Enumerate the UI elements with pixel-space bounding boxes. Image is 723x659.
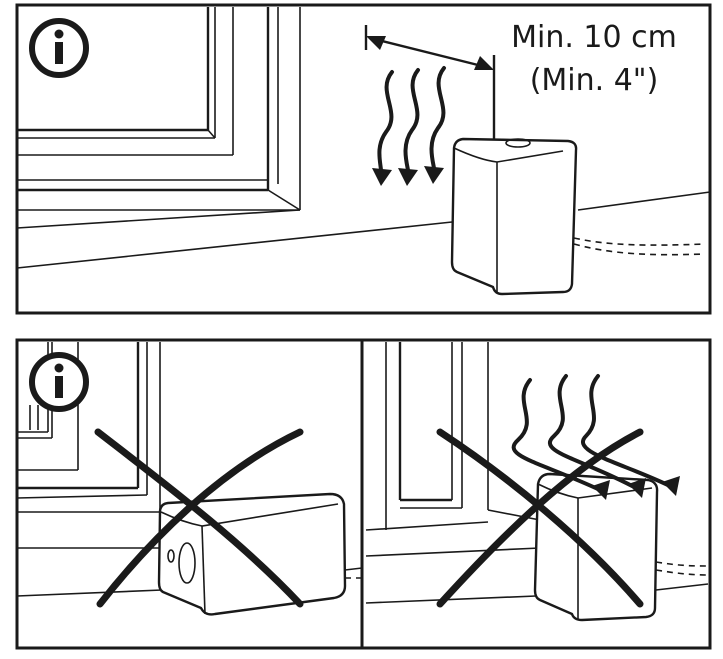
cable-dashed-2 <box>573 243 706 256</box>
bottom-right-panel <box>360 338 712 650</box>
cable-dashed <box>573 237 706 246</box>
device-upright-right <box>533 472 659 622</box>
floor-lines <box>16 191 711 269</box>
incorrect-cross-left <box>94 428 304 608</box>
cable-dashed-right-1 <box>655 561 709 567</box>
heat-waves-top <box>372 66 446 186</box>
window-frame-right <box>365 342 709 604</box>
clearance-dimension <box>364 25 496 140</box>
top-panel-frame <box>15 3 712 315</box>
cable-dashed-right-2 <box>655 569 709 576</box>
incorrect-cross-right <box>436 428 644 608</box>
info-icon <box>29 352 89 412</box>
top-panel: Min. 10 cm (Min. 4") <box>15 3 712 315</box>
clearance-label-inch: (Min. 4") <box>530 63 659 98</box>
clearance-label-cm: Min. 10 cm <box>511 20 677 55</box>
bottom-left-panel <box>15 338 364 650</box>
device-upright <box>450 137 578 296</box>
window-frame <box>17 7 301 211</box>
info-icon <box>29 18 89 78</box>
heat-waves-right <box>511 374 680 500</box>
bottom-right-frame <box>360 338 712 650</box>
